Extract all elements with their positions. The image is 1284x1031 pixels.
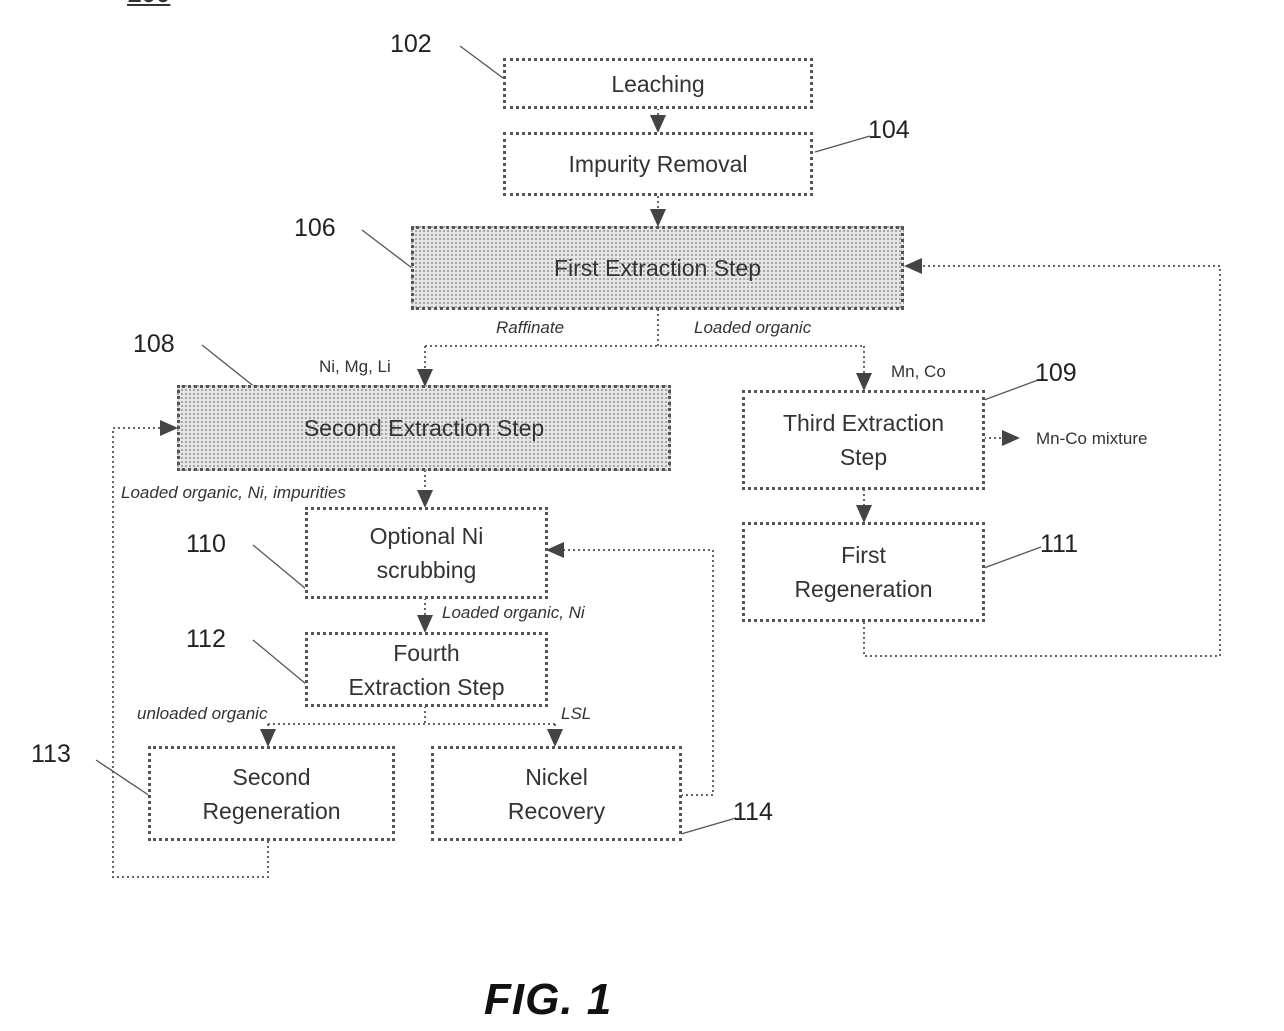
first-extraction-label: First Extraction Step [554,251,761,285]
ref-112: 112 [186,625,226,654]
label-lsl: LSL [561,704,591,724]
ref-114: 114 [733,798,773,827]
label-ni-mg-li: Ni, Mg, Li [319,357,391,377]
figure-label: FIG. 1 [484,975,612,1025]
first-regeneration-label-1: First [841,538,886,572]
ni-scrubbing-label-1: Optional Ni [370,519,484,553]
third-extraction-label-1: Third Extraction [783,406,944,440]
second-regeneration-label-1: Second [232,760,310,794]
fourth-extraction-box: Fourth Extraction Step [305,632,548,707]
leader-106 [362,230,412,268]
ref-110: 110 [186,530,226,559]
first-regeneration-box: First Regeneration [742,522,985,622]
label-loaded-organic-ni: Loaded organic, Ni [442,603,585,623]
leader-113 [96,760,150,796]
label-mn-co: Mn, Co [891,362,946,382]
leaching-label: Leaching [611,67,704,101]
impurity-removal-box: Impurity Removal [503,132,813,196]
ni-scrubbing-label-2: scrubbing [377,553,477,587]
impurity-removal-label: Impurity Removal [569,147,748,181]
ni-scrubbing-box: Optional Ni scrubbing [305,507,548,599]
leader-109 [984,380,1038,400]
second-regeneration-box: Second Regeneration [148,746,395,841]
leader-104 [815,136,870,152]
leaching-box: Leaching [503,58,813,109]
label-raffinate: Raffinate [496,318,564,338]
nickel-recovery-label-2: Recovery [508,794,605,828]
label-mn-co-mixture: Mn-Co mixture [1036,429,1147,449]
second-regeneration-label-2: Regeneration [202,794,340,828]
second-extraction-box: Second Extraction Step [177,385,671,471]
leader-102 [460,46,507,81]
nickel-recovery-label-1: Nickel [525,760,588,794]
leader-114 [681,818,736,834]
label-loaded-organic: Loaded organic [694,318,811,338]
ref-104: 104 [868,116,910,145]
third-extraction-label-2: Step [840,440,887,474]
label-unloaded-organic: unloaded organic [137,704,267,724]
ref-108: 108 [133,330,175,359]
leader-108 [202,345,256,388]
third-extraction-box: Third Extraction Step [742,390,985,490]
leader-110 [253,545,306,589]
first-extraction-box: First Extraction Step [411,226,904,310]
leader-112 [253,640,306,684]
ref-111: 111 [1040,530,1078,559]
label-loaded-organic-ni-impurities: Loaded organic, Ni, impurities [121,483,346,503]
leader-111 [984,547,1041,568]
nickel-recovery-box: Nickel Recovery [431,746,682,841]
ref-109: 109 [1035,359,1077,388]
second-extraction-label: Second Extraction Step [304,411,544,445]
first-regeneration-label-2: Regeneration [794,572,932,606]
ref-102: 102 [390,30,432,59]
fourth-extraction-label-2: Extraction Step [349,670,505,704]
fourth-extraction-label-1: Fourth [393,636,459,670]
ref-106: 106 [294,214,336,243]
ref-113: 113 [31,740,71,769]
